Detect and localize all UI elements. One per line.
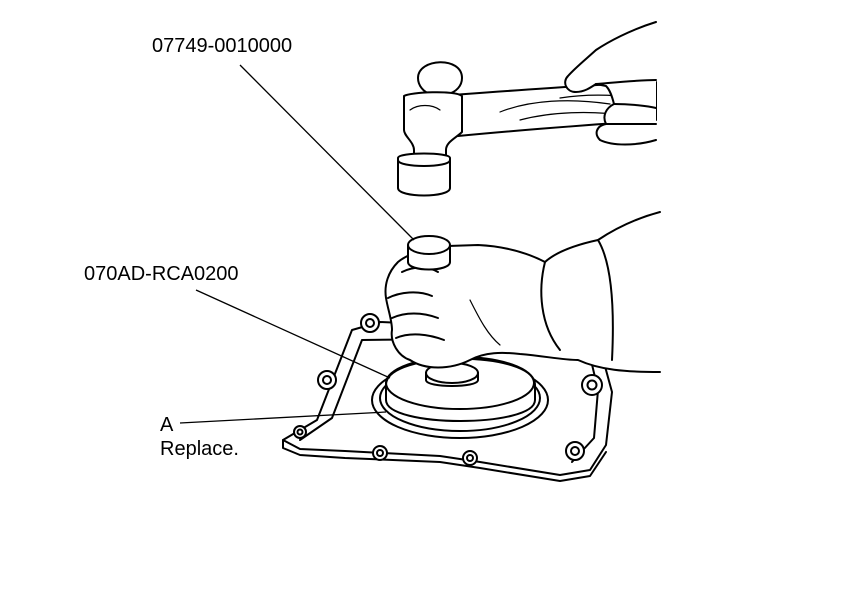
leader-oil-seal — [179, 411, 387, 424]
bolt-hole — [360, 313, 380, 333]
bolt-hole — [317, 370, 337, 390]
callout-driver-handle: 07749-0010000 — [152, 35, 293, 57]
right-hand — [564, 21, 657, 146]
seal-driver-attachment — [385, 356, 536, 422]
callout-part-letter: A — [160, 414, 174, 436]
driver-handle-head — [407, 235, 451, 271]
leader-seal-driver — [195, 289, 391, 379]
bolt-hole — [293, 425, 307, 439]
bolt-hole — [372, 445, 388, 461]
leader-driver-handle — [239, 64, 415, 241]
callout-seal-driver: 070AD-RCA0200 — [84, 263, 239, 285]
callout-leaders — [179, 64, 415, 424]
callout-part-note: Replace. — [160, 438, 239, 460]
bolt-hole — [462, 450, 478, 466]
bolt-hole — [581, 374, 603, 396]
bolt-hole — [565, 441, 585, 461]
left-hand — [384, 211, 661, 373]
